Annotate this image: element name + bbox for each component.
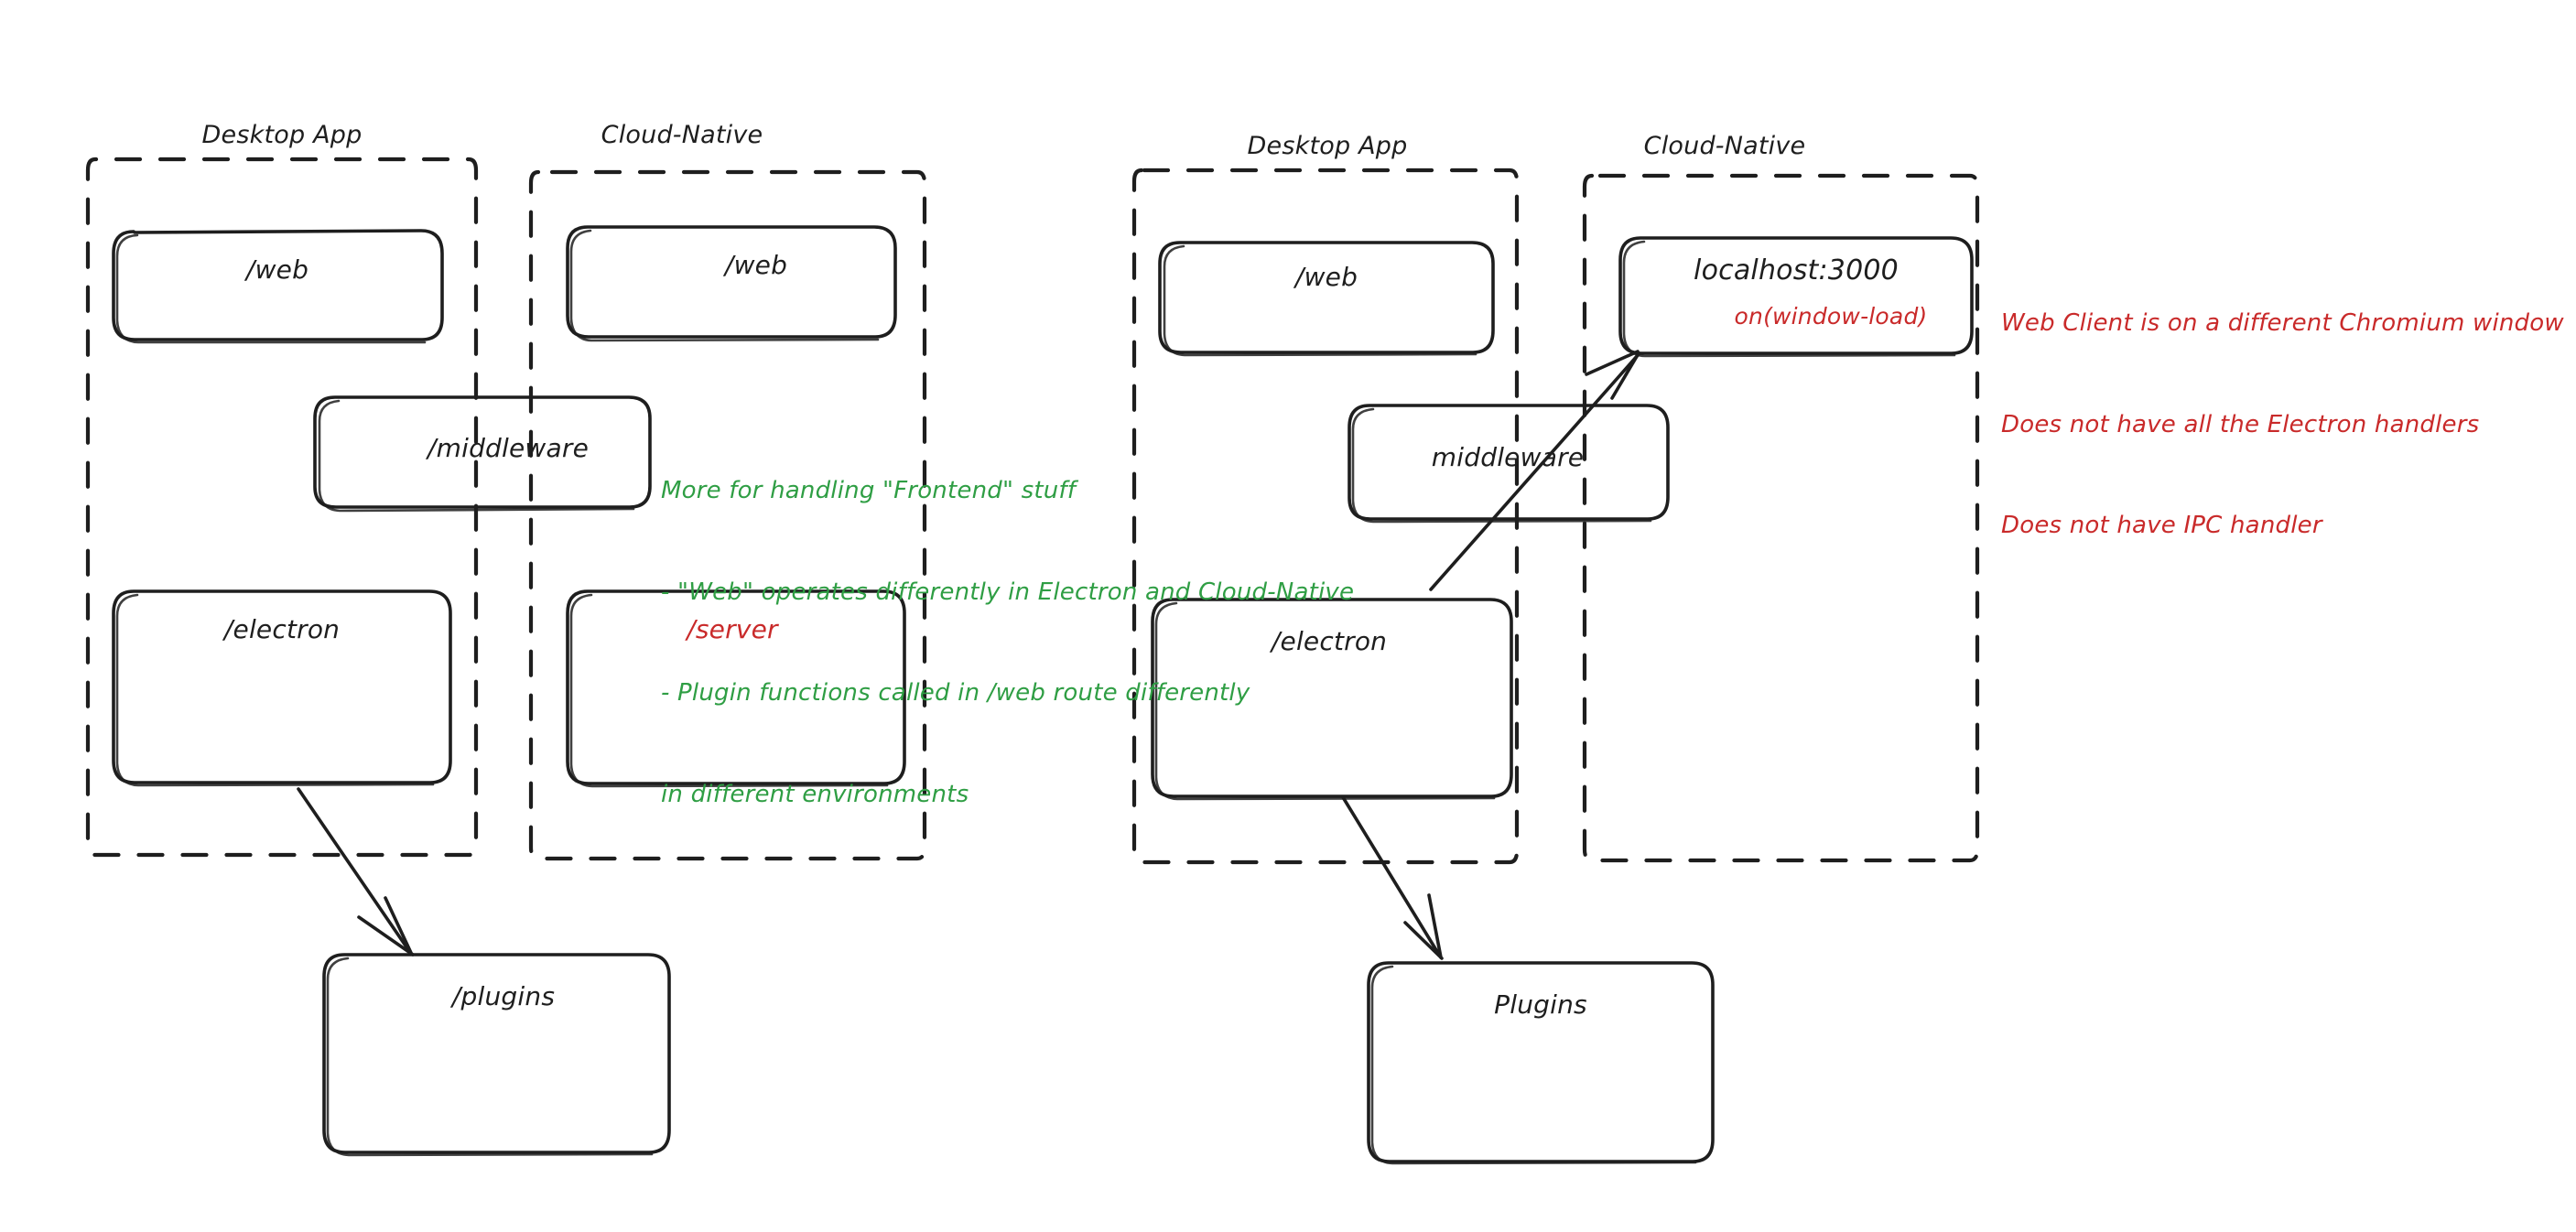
left-server-shape bbox=[566, 589, 906, 788]
right-desktop-app-title: Desktop App bbox=[1247, 132, 1408, 160]
right-plugins-label: Plugins bbox=[1494, 989, 1587, 1020]
right-localhost-label: localhost:3000 bbox=[1694, 254, 1899, 286]
left-plugins-shape bbox=[322, 953, 671, 1157]
left-desktop-app-title: Desktop App bbox=[201, 121, 363, 149]
left-desktop-app-frame bbox=[85, 157, 479, 858]
right-middleware-shape bbox=[1348, 404, 1670, 524]
right-middleware-label: middleware bbox=[1431, 442, 1585, 472]
right-electron-to-plugins-arrow bbox=[1341, 795, 1444, 960]
left-frontend-note: More for handling "Frontend" stuff - "We… bbox=[661, 406, 1354, 880]
left-cloud-web-label: /web bbox=[724, 250, 788, 280]
left-cloud-native-title: Cloud-Native bbox=[601, 121, 763, 149]
right-electron-to-localhost-arrow bbox=[1429, 350, 1640, 591]
left-middleware-shape bbox=[313, 395, 652, 513]
left-desktop-web-label: /web bbox=[245, 254, 309, 285]
right-electron-label: /electron bbox=[1271, 626, 1388, 656]
left-frontend-note-line-4: in different environments bbox=[661, 780, 969, 808]
right-electron-shape bbox=[1151, 598, 1513, 801]
right-web-client-note-line-1: Web Client is on a different Chromium wi… bbox=[2001, 308, 2564, 337]
left-electron-label: /electron bbox=[223, 614, 341, 644]
right-cloud-native-frame bbox=[1582, 173, 1980, 863]
right-web-client-note: Web Client is on a different Chromium wi… bbox=[2001, 239, 2564, 611]
left-frontend-note-line-3: - Plugin functions called in /web route … bbox=[661, 679, 1250, 708]
left-cloud-web-shape bbox=[566, 225, 897, 342]
right-desktop-web-label: /web bbox=[1294, 262, 1358, 292]
left-electron-shape bbox=[112, 589, 452, 787]
right-desktop-app-frame bbox=[1131, 168, 1520, 865]
left-middleware-label: /middleware bbox=[427, 433, 590, 463]
right-localhost-sub-label: on(window-load) bbox=[1734, 303, 1928, 330]
right-web-client-note-line-2: Does not have all the Electron handlers bbox=[2001, 410, 2480, 438]
left-electron-to-plugins-arrow bbox=[297, 787, 415, 956]
right-plugins-shape bbox=[1367, 961, 1715, 1165]
right-web-client-note-line-3: Does not have IPC handler bbox=[2001, 512, 2322, 540]
left-cloud-native-frame bbox=[528, 169, 927, 861]
left-desktop-web-shape bbox=[112, 229, 444, 344]
right-desktop-web-shape bbox=[1158, 241, 1495, 357]
left-plugins-label: /plugins bbox=[451, 981, 556, 1011]
left-server-label: /server bbox=[687, 614, 778, 644]
left-frontend-note-line-1: More for handling "Frontend" stuff bbox=[661, 476, 1077, 504]
left-frontend-note-line-2: - "Web" operates differently in Electron… bbox=[661, 578, 1355, 606]
right-cloud-native-title: Cloud-Native bbox=[1643, 132, 1806, 160]
